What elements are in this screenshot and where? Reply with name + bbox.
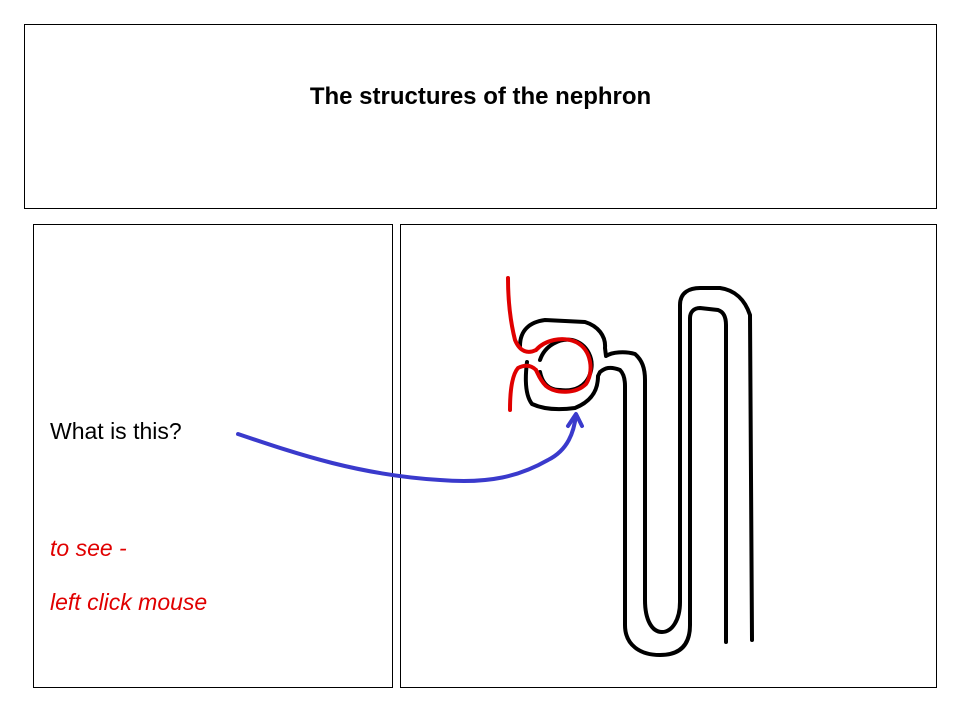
slide-title: The structures of the nephron <box>309 83 652 110</box>
question-panel: What is this? to see - left click mouse <box>33 224 393 688</box>
hint-text-line1: to see - <box>50 535 127 561</box>
diagram-panel[interactable] <box>400 224 937 688</box>
title-panel: The structures of the nephron <box>24 24 937 209</box>
question-text: What is this? <box>50 418 182 444</box>
hint-text-line2: left click mouse <box>50 589 208 615</box>
